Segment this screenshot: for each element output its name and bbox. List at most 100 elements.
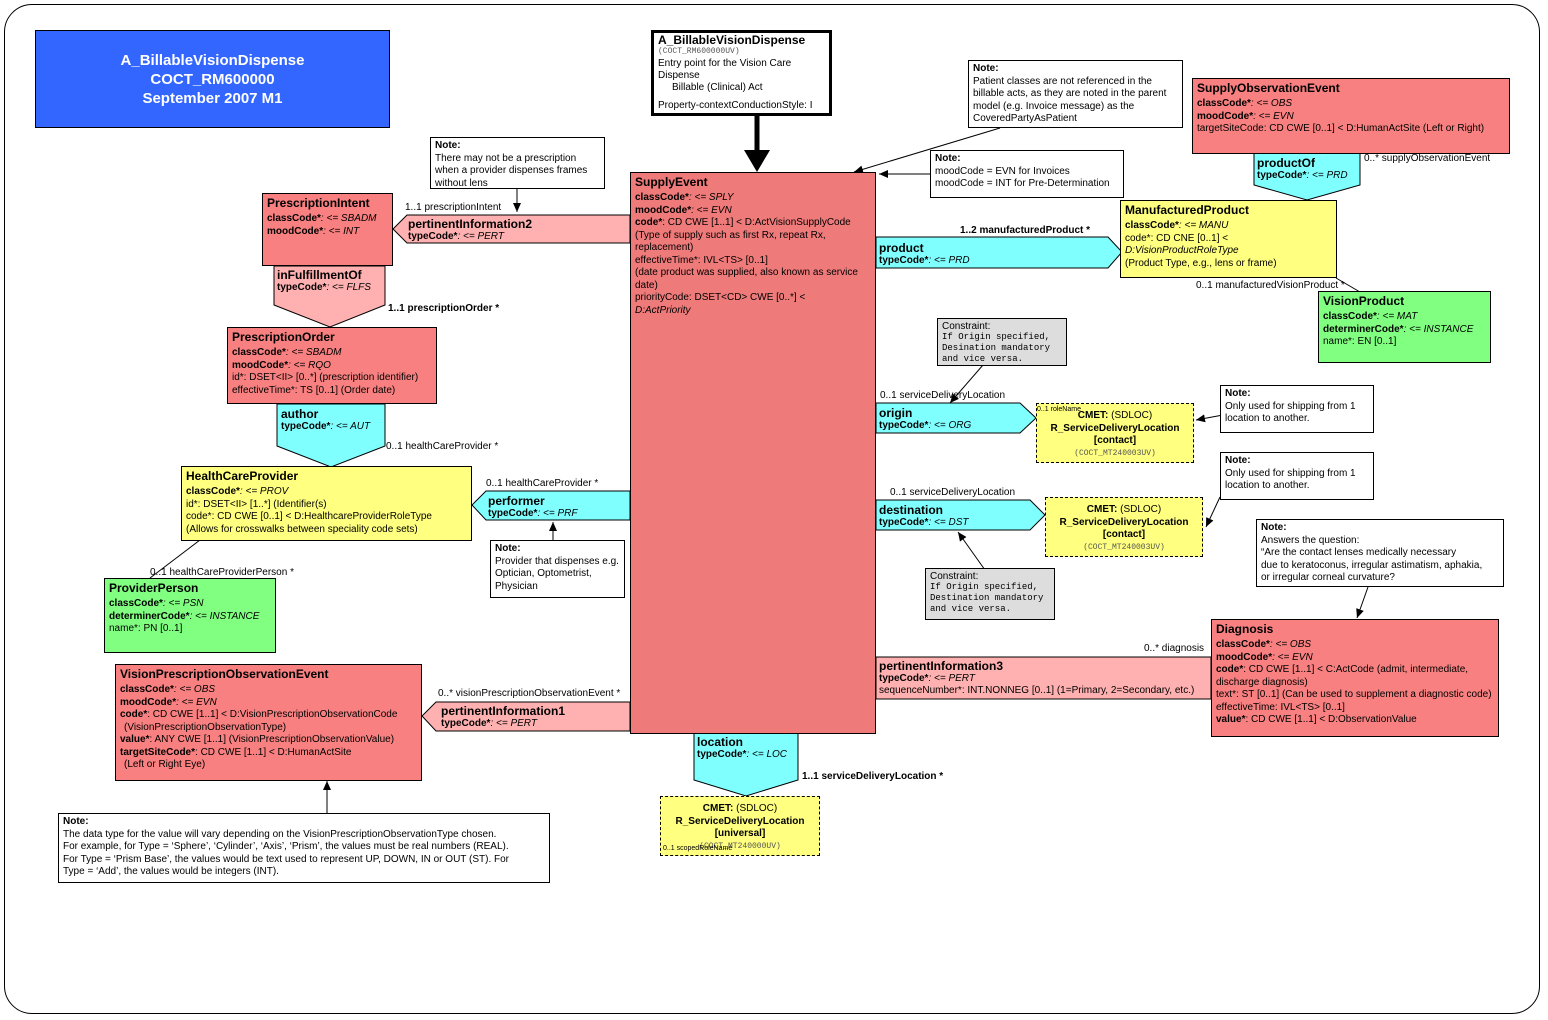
note-text: Only used for shipping from 1 location t… bbox=[1225, 400, 1356, 425]
cmet-role: 0..1 scopedRoleName bbox=[663, 844, 733, 852]
note-pointer-constraint2 bbox=[957, 531, 986, 571]
cmet-origin-location: 0..1 roleName CMET: (SDLOC) R_ServiceDel… bbox=[1036, 403, 1194, 463]
note-line: “Are the contact lenses medically necess… bbox=[1261, 547, 1457, 558]
class-title: PrescriptionOrder bbox=[232, 330, 335, 344]
rel-name: product bbox=[879, 241, 924, 255]
attr-name: classCode* bbox=[1125, 220, 1179, 231]
attr-name: moodCode* bbox=[1216, 651, 1273, 663]
note-pointer-shipping2 bbox=[1205, 496, 1221, 528]
rel-name: destination bbox=[879, 503, 944, 517]
note-text: Only used for shipping from 1 location t… bbox=[1225, 467, 1356, 492]
note-text: There may not be a prescription when a p… bbox=[435, 152, 588, 189]
attr-name: classCode* bbox=[1323, 311, 1377, 322]
attr-value: : <= EVN bbox=[176, 696, 217, 708]
attr-desc: (date product was supplied, also known a… bbox=[635, 267, 858, 291]
card-pertinentInformation1: 0..* visionPrescriptionObservationEvent … bbox=[438, 688, 621, 699]
attr-line: text*: ST [0..1] (Can be used to supplem… bbox=[1216, 689, 1492, 700]
attr-value: : <= INSTANCE bbox=[1403, 323, 1474, 335]
attr-line: effectiveTime*: IVL<TS> [0..1] bbox=[635, 254, 768, 266]
destination-arrow bbox=[875, 499, 1046, 531]
entry-point-desc1: Entry point for the Vision Care Dispense bbox=[658, 58, 792, 81]
constraint-line: If Origin specified, bbox=[930, 582, 1039, 592]
note-patient: Note: Patient classes are not referenced… bbox=[968, 60, 1183, 128]
rel-productOf: productOf typeCode*: <= PRD bbox=[1257, 156, 1348, 182]
header-date: September 2007 M1 bbox=[142, 90, 283, 107]
attr-name: code* bbox=[120, 709, 148, 720]
rel-type-value: : <= PRD bbox=[1306, 170, 1348, 181]
rel-location: location typeCode*: <= LOC bbox=[697, 735, 787, 761]
card-product: 1..2 manufacturedProduct * bbox=[960, 225, 1091, 236]
entry-point-desc2: Billable (Clinical) Act bbox=[672, 82, 763, 93]
class-prescription-intent: PrescriptionIntent classCode*: <= SBADM … bbox=[262, 193, 393, 266]
header-code: COCT_RM600000 bbox=[150, 71, 275, 88]
note-line: moodCode = INT for Pre-Determination bbox=[935, 178, 1110, 189]
rel-type-value: : <= FLFS bbox=[326, 282, 371, 293]
rel-inFulfillmentOf: inFulfillmentOf typeCode*: <= FLFS bbox=[277, 268, 371, 294]
class-supply-observation-event: SupplyObservationEvent classCode*: <= OB… bbox=[1192, 78, 1510, 154]
note-pointer-patient bbox=[853, 127, 1001, 174]
class-vision-prescription-observation-event: VisionPrescriptionObservationEvent class… bbox=[115, 664, 422, 781]
attr-name: value* bbox=[120, 734, 150, 745]
rel-type-name: typeCode* bbox=[488, 508, 538, 519]
note-line: For Type = ‘Prism Base’, the values woul… bbox=[63, 853, 509, 865]
note-title: Note: bbox=[973, 63, 999, 74]
class-vision-product: VisionProduct classCode*: <= MAT determi… bbox=[1318, 291, 1491, 363]
rel-type-name: typeCode* bbox=[879, 517, 929, 528]
rel-type-value: : <= DST bbox=[928, 517, 969, 528]
cmet-kind: (SDLOC) bbox=[1120, 504, 1162, 515]
cmet-kind: (SDLOC) bbox=[736, 803, 778, 814]
constraint-line: If Origin specified, bbox=[942, 332, 1051, 342]
constraint-line: and vice versa. bbox=[942, 354, 1024, 364]
rel-sequence: sequenceNumber*: INT.NONNEG [0..1] (1=Pr… bbox=[879, 685, 1195, 696]
class-provider-person: ProviderPerson classCode*: <= PSN determ… bbox=[104, 578, 276, 653]
class-title: SupplyEvent bbox=[635, 175, 708, 189]
card-origin: 0..1 serviceDeliveryLocation bbox=[880, 390, 1006, 401]
cmet-code: (COCT_MT240000UV) bbox=[699, 841, 781, 851]
card-inFulfillmentOf: 1..1 prescriptionOrder * bbox=[388, 303, 500, 314]
note-performer: Note: Provider that dispenses e.g. Optic… bbox=[490, 540, 625, 598]
constraint-line: Destination mandatory bbox=[930, 593, 1044, 603]
rel-type-name: typeCode* bbox=[879, 673, 929, 684]
attr-name: classCode* bbox=[186, 486, 240, 497]
attr-desc: (VisionPrescriptionObservationType) bbox=[124, 721, 287, 733]
card-healthCareProviderPerson: 0..1 healthCareProviderPerson * bbox=[150, 567, 294, 578]
note-line: due to keratoconus, irregular astimatism… bbox=[1261, 559, 1483, 571]
cmet-variant: [contact] bbox=[1093, 435, 1137, 446]
attr-value: D:VisionProductRoleType bbox=[1125, 245, 1239, 256]
header-title: A_BillableVisionDispense bbox=[120, 52, 305, 69]
attr-desc: (Product Type, e.g., lens or frame) bbox=[1125, 257, 1277, 269]
card-manufacturedVisionProduct: 0..1 manufacturedVisionProduct * bbox=[1196, 280, 1345, 291]
rel-type-value: : <= LOC bbox=[746, 749, 788, 760]
rel-type-value: : <= PRD bbox=[928, 255, 970, 266]
note-line: For example, for Type = ‘Sphere’, ‘Cylin… bbox=[63, 841, 509, 852]
attr-name: determinerCode* bbox=[109, 610, 190, 622]
note-mood: Note: moodCode = EVN for Invoices moodCo… bbox=[930, 150, 1124, 198]
attr-value: D:ActPriority bbox=[635, 304, 691, 316]
attr-name: targetSiteCode* bbox=[120, 746, 196, 758]
attr-line: name*: EN [0..1] bbox=[1323, 336, 1397, 347]
entry-arrow bbox=[744, 116, 770, 172]
class-healthcare-provider: HealthCareProvider classCode*: <= PROV i… bbox=[181, 466, 472, 541]
product-arrow bbox=[875, 236, 1123, 269]
attr-name: classCode* bbox=[232, 347, 286, 358]
pertinentInformation3-band bbox=[875, 656, 1212, 700]
card-pertinentInformation3: 0..* diagnosis bbox=[1144, 643, 1205, 654]
note-title: Note: bbox=[63, 816, 89, 827]
constraint-title: Constraint: bbox=[930, 571, 979, 582]
entry-point-box: A_BillableVisionDispense (COCT_RM600000U… bbox=[651, 30, 832, 116]
cmet-prefix: CMET: bbox=[1086, 504, 1118, 515]
note-line: Type = ‘Add’, the values would be intege… bbox=[63, 866, 279, 877]
attr-desc: (Left or Right Eye) bbox=[124, 759, 206, 770]
inFulfillmentOf-arrow bbox=[273, 265, 386, 328]
attr-value: : <= OBS bbox=[173, 684, 216, 695]
cmet-variant: [universal] bbox=[714, 828, 766, 839]
rel-type-name: typeCode* bbox=[697, 749, 747, 760]
note-title: Note: bbox=[1261, 522, 1287, 533]
rel-type-value: : <= PERT bbox=[928, 673, 975, 684]
rel-name: inFulfillmentOf bbox=[277, 268, 362, 282]
attr-name: moodCode* bbox=[1197, 110, 1254, 122]
cmet-destination-location: CMET: (SDLOC) R_ServiceDeliveryLocation … bbox=[1045, 497, 1203, 557]
note-title: Note: bbox=[935, 153, 961, 164]
class-title: SupplyObservationEvent bbox=[1197, 81, 1340, 95]
